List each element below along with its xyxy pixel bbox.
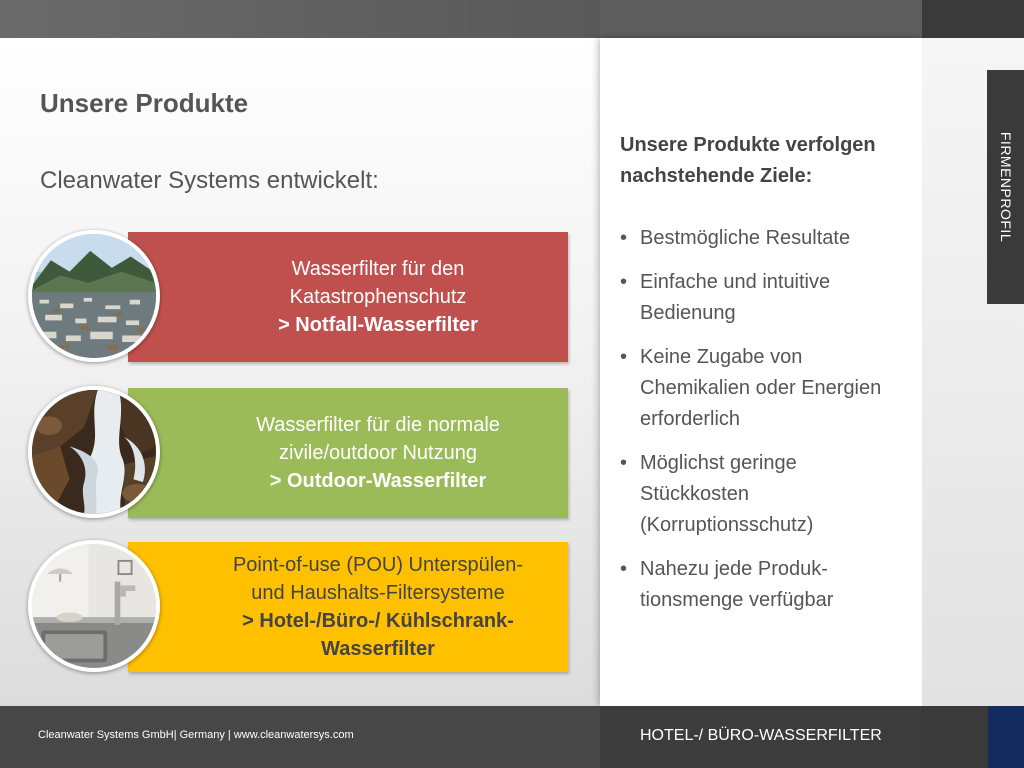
kitchen-faucet-photo (28, 540, 160, 672)
product-outdoor-filter: Wasserfilter für die normale zivile/outd… (28, 386, 570, 520)
goals-heading: Unsere Produkte verfolgen nachstehende Z… (620, 134, 876, 187)
product-category-label: > Hotel-/Büro-/ Kühlschrank- (242, 610, 514, 632)
bullet-icon: • (620, 346, 628, 368)
goal-text: Einfache und intuitive Bedienung (640, 271, 831, 324)
polluted-water-photo (28, 230, 160, 362)
product-banner: Point-of-use (POU) Unterspülen- und Haus… (128, 542, 568, 672)
footer-brand-block (988, 706, 1024, 768)
product-description-line: Wasserfilter für die normale (256, 414, 500, 436)
list-item: • Möglichst geringe Stückkosten (Korrupti… (620, 448, 910, 541)
goals-list: • Bestmögliche Resultate • Einfache und in… (620, 223, 910, 629)
goal-text: Möglichst geringe Stückkosten (Korruptio… (640, 452, 814, 536)
list-item: • Nahezu jede Produk-tionsmenge verfügbar (620, 554, 910, 616)
product-banner: Wasserfilter für die normale zivile/outd… (128, 388, 568, 518)
list-item: • Keine Zugabe von Chemikalien oder Energ… (620, 342, 910, 435)
footer-company-info: Cleanwater Systems GmbH| Germany | www.c… (38, 729, 354, 741)
footer (0, 706, 1024, 768)
product-category-label: > Notfall-Wasserfilter (278, 314, 478, 336)
page-subtitle: Cleanwater Systems entwickelt: (40, 167, 379, 194)
product-description-line: Wasserfilter für den (291, 258, 465, 280)
product-category-label: > Outdoor-Wasserfilter (269, 470, 487, 492)
bullet-icon: • (620, 452, 628, 474)
top-bar-center-segment (600, 0, 922, 38)
list-item: • Bestmögliche Resultate (620, 223, 910, 254)
list-item: • Einfache und intuitive Bedienung (620, 267, 910, 329)
product-category-label-continued: Wasserfilter (321, 638, 435, 660)
product-banner-text: Wasserfilter für den Katastrophenschutz … (188, 232, 568, 362)
product-description-line: und Haushalts-Filtersysteme (251, 582, 505, 604)
footer-right-segment (922, 706, 988, 768)
tab-firmenprofil[interactable]: FIRMENPROFIL (987, 70, 1024, 304)
goal-text: Bestmögliche Resultate (640, 227, 851, 249)
product-banner-text: Point-of-use (POU) Unterspülen- und Haus… (188, 542, 568, 672)
product-banner-text: Wasserfilter für die normale zivile/outd… (188, 388, 568, 518)
product-description-line: Point-of-use (POU) Unterspülen- (232, 554, 524, 576)
bullet-icon: • (620, 227, 628, 249)
top-bar (0, 0, 1024, 38)
goals-panel (600, 38, 922, 706)
product-description-line: Katastrophenschutz (289, 286, 467, 308)
product-emergency-filter: Wasserfilter für den Katastrophenschutz … (28, 230, 570, 364)
bullet-icon: • (620, 271, 628, 293)
side-tab-label: FIRMENPROFIL (997, 131, 1014, 243)
footer-center-segment (600, 706, 922, 768)
bullet-icon: • (620, 558, 628, 580)
page-title: Unsere Produkte (40, 88, 249, 118)
mountain-stream-photo (28, 386, 160, 518)
product-pou-filter: Point-of-use (POU) Unterspülen- und Haus… (28, 540, 570, 674)
top-bar-right-segment (922, 0, 1024, 38)
product-description-line: zivile/outdoor Nutzung (279, 442, 477, 464)
footer-section-title: HOTEL-/ BÜRO-WASSERFILTER (640, 727, 882, 744)
product-banner: Wasserfilter für den Katastrophenschutz … (128, 232, 568, 362)
goal-text: Nahezu jede Produk-tionsmenge verfügbar (640, 558, 834, 611)
goal-text: Keine Zugabe von Chemikalien oder Energi… (640, 346, 882, 430)
